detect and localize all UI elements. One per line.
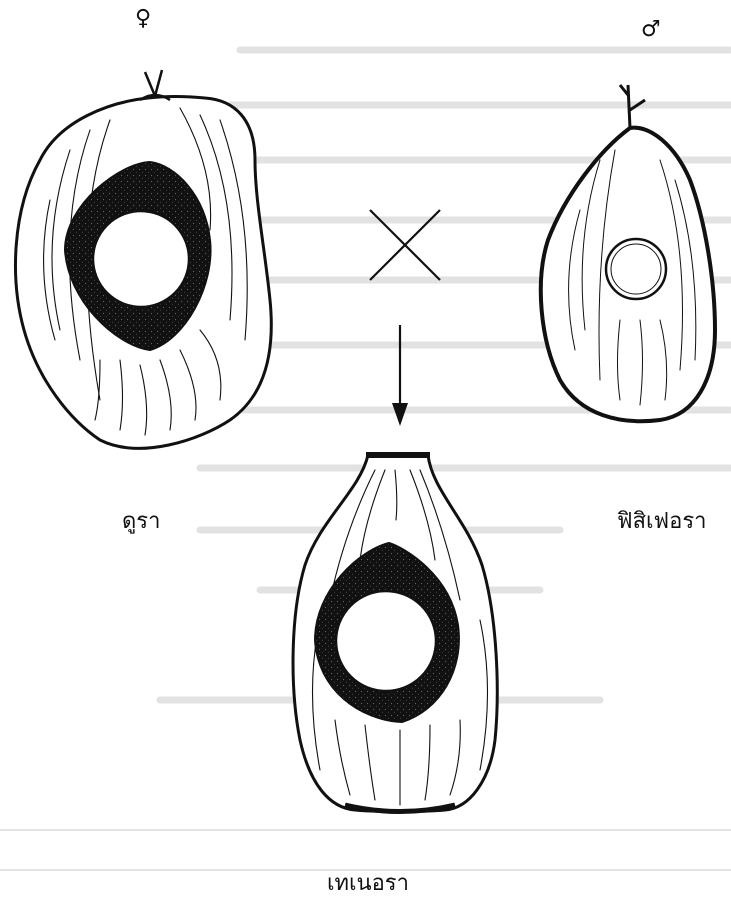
label-tenera: เทเนอรา	[327, 873, 409, 895]
pisifera-fruit	[541, 85, 715, 421]
dura-fruit	[16, 70, 272, 448]
tenera-kernel	[336, 591, 436, 691]
male-symbol: ♂	[641, 19, 661, 41]
female-symbol: ♀	[135, 8, 151, 30]
label-pisifera: ฟิสิเฟอรา	[617, 511, 706, 533]
pisifera-kernel	[606, 239, 666, 299]
label-dura: ดูรา	[122, 511, 160, 533]
tenera-fruit	[293, 455, 497, 812]
dura-kernel	[93, 211, 189, 307]
